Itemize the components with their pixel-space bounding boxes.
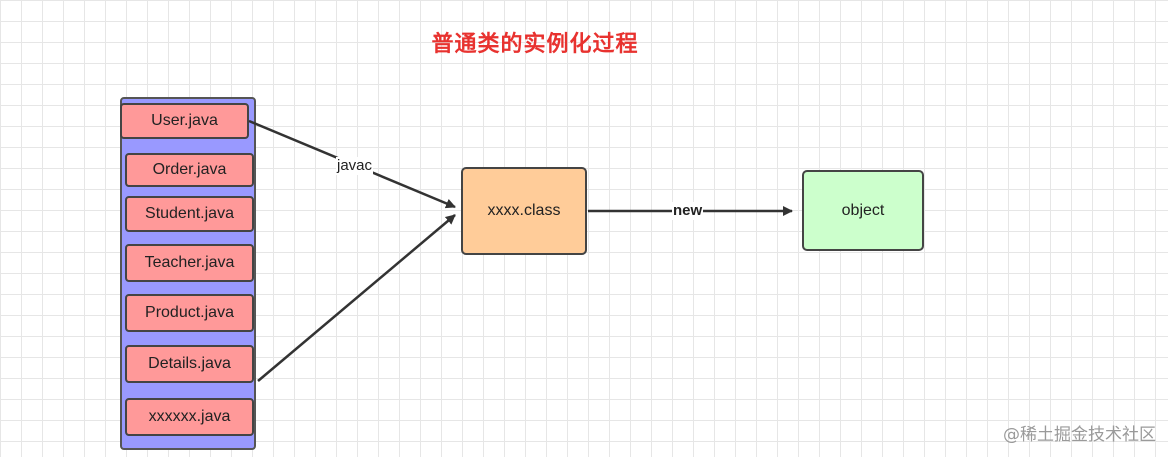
diagram-title: 普通类的实例化过程 — [431, 32, 639, 57]
file-user-java: User.java — [120, 103, 249, 139]
file-teacher-java: Teacher.java — [125, 244, 254, 282]
class-file-node: xxxx.class — [461, 167, 587, 255]
file-order-java: Order.java — [125, 153, 254, 187]
object-node: object — [802, 170, 924, 251]
file-product-java: Product.java — [125, 294, 254, 332]
new-label: new — [672, 202, 704, 220]
details-to-class-arrow — [257, 214, 456, 382]
site-watermark: @稀土掘金技术社区 — [1003, 425, 1156, 445]
file-student-java: Student.java — [125, 196, 254, 232]
file-xxxxxx-java: xxxxxx.java — [125, 398, 254, 436]
javac-label: javac — [336, 157, 374, 175]
file-details-java: Details.java — [125, 345, 254, 383]
